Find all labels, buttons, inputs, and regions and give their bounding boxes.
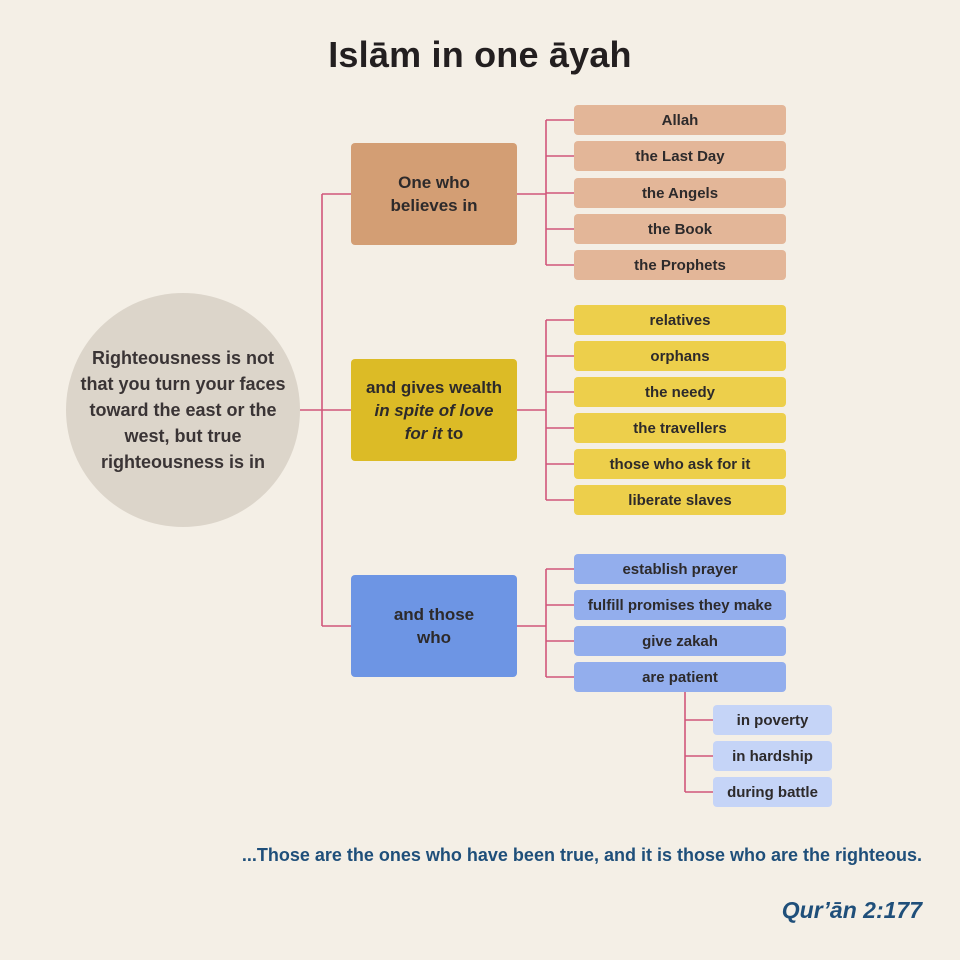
patience-item-poverty: in poverty	[713, 705, 832, 735]
category-wealth-italic2: for it	[404, 423, 443, 443]
category-deeds: and those who	[351, 575, 517, 677]
belief-item-prophets: the Prophets	[574, 250, 786, 280]
belief-item-book: the Book	[574, 214, 786, 244]
patience-item-hardship: in hardship	[713, 741, 832, 771]
category-deeds-line2: who	[416, 628, 451, 647]
wealth-item-travellers: the travellers	[574, 413, 786, 443]
belief-item-angels: the Angels	[574, 178, 786, 208]
category-belief-line1: One who	[398, 173, 470, 192]
verse-reference: Qur’ān 2:177	[781, 897, 922, 923]
wealth-item-askers: those who ask for it	[574, 449, 786, 479]
category-wealth: and gives wealth in spite of love for it…	[351, 359, 517, 461]
category-wealth-line1: and gives wealth	[365, 377, 503, 397]
deeds-item-patient: are patient	[574, 662, 786, 692]
patience-item-battle: during battle	[713, 777, 832, 807]
deeds-item-zakah: give zakah	[574, 626, 786, 656]
category-belief: One who believes in	[351, 143, 517, 245]
category-deeds-line1: and those	[393, 605, 475, 624]
category-wealth-tail: to	[442, 423, 464, 443]
belief-item-allah: Allah	[574, 105, 786, 135]
wealth-item-orphans: orphans	[574, 341, 786, 371]
wealth-item-slaves: liberate slaves	[574, 485, 786, 515]
category-belief-line2: believes in	[390, 196, 478, 215]
wealth-item-relatives: relatives	[574, 305, 786, 335]
deeds-item-promises: fulfill promises they make	[574, 590, 786, 620]
page-title: Islām in one āyah	[328, 34, 632, 75]
central-statement: Righteousness is not that you turn your …	[66, 293, 300, 527]
category-wealth-italic: in spite of love	[374, 400, 494, 420]
deeds-item-prayer: establish prayer	[574, 554, 786, 584]
belief-item-last-day: the Last Day	[574, 141, 786, 171]
closing-quote: ...Those are the ones who have been true…	[241, 845, 922, 865]
wealth-item-needy: the needy	[574, 377, 786, 407]
